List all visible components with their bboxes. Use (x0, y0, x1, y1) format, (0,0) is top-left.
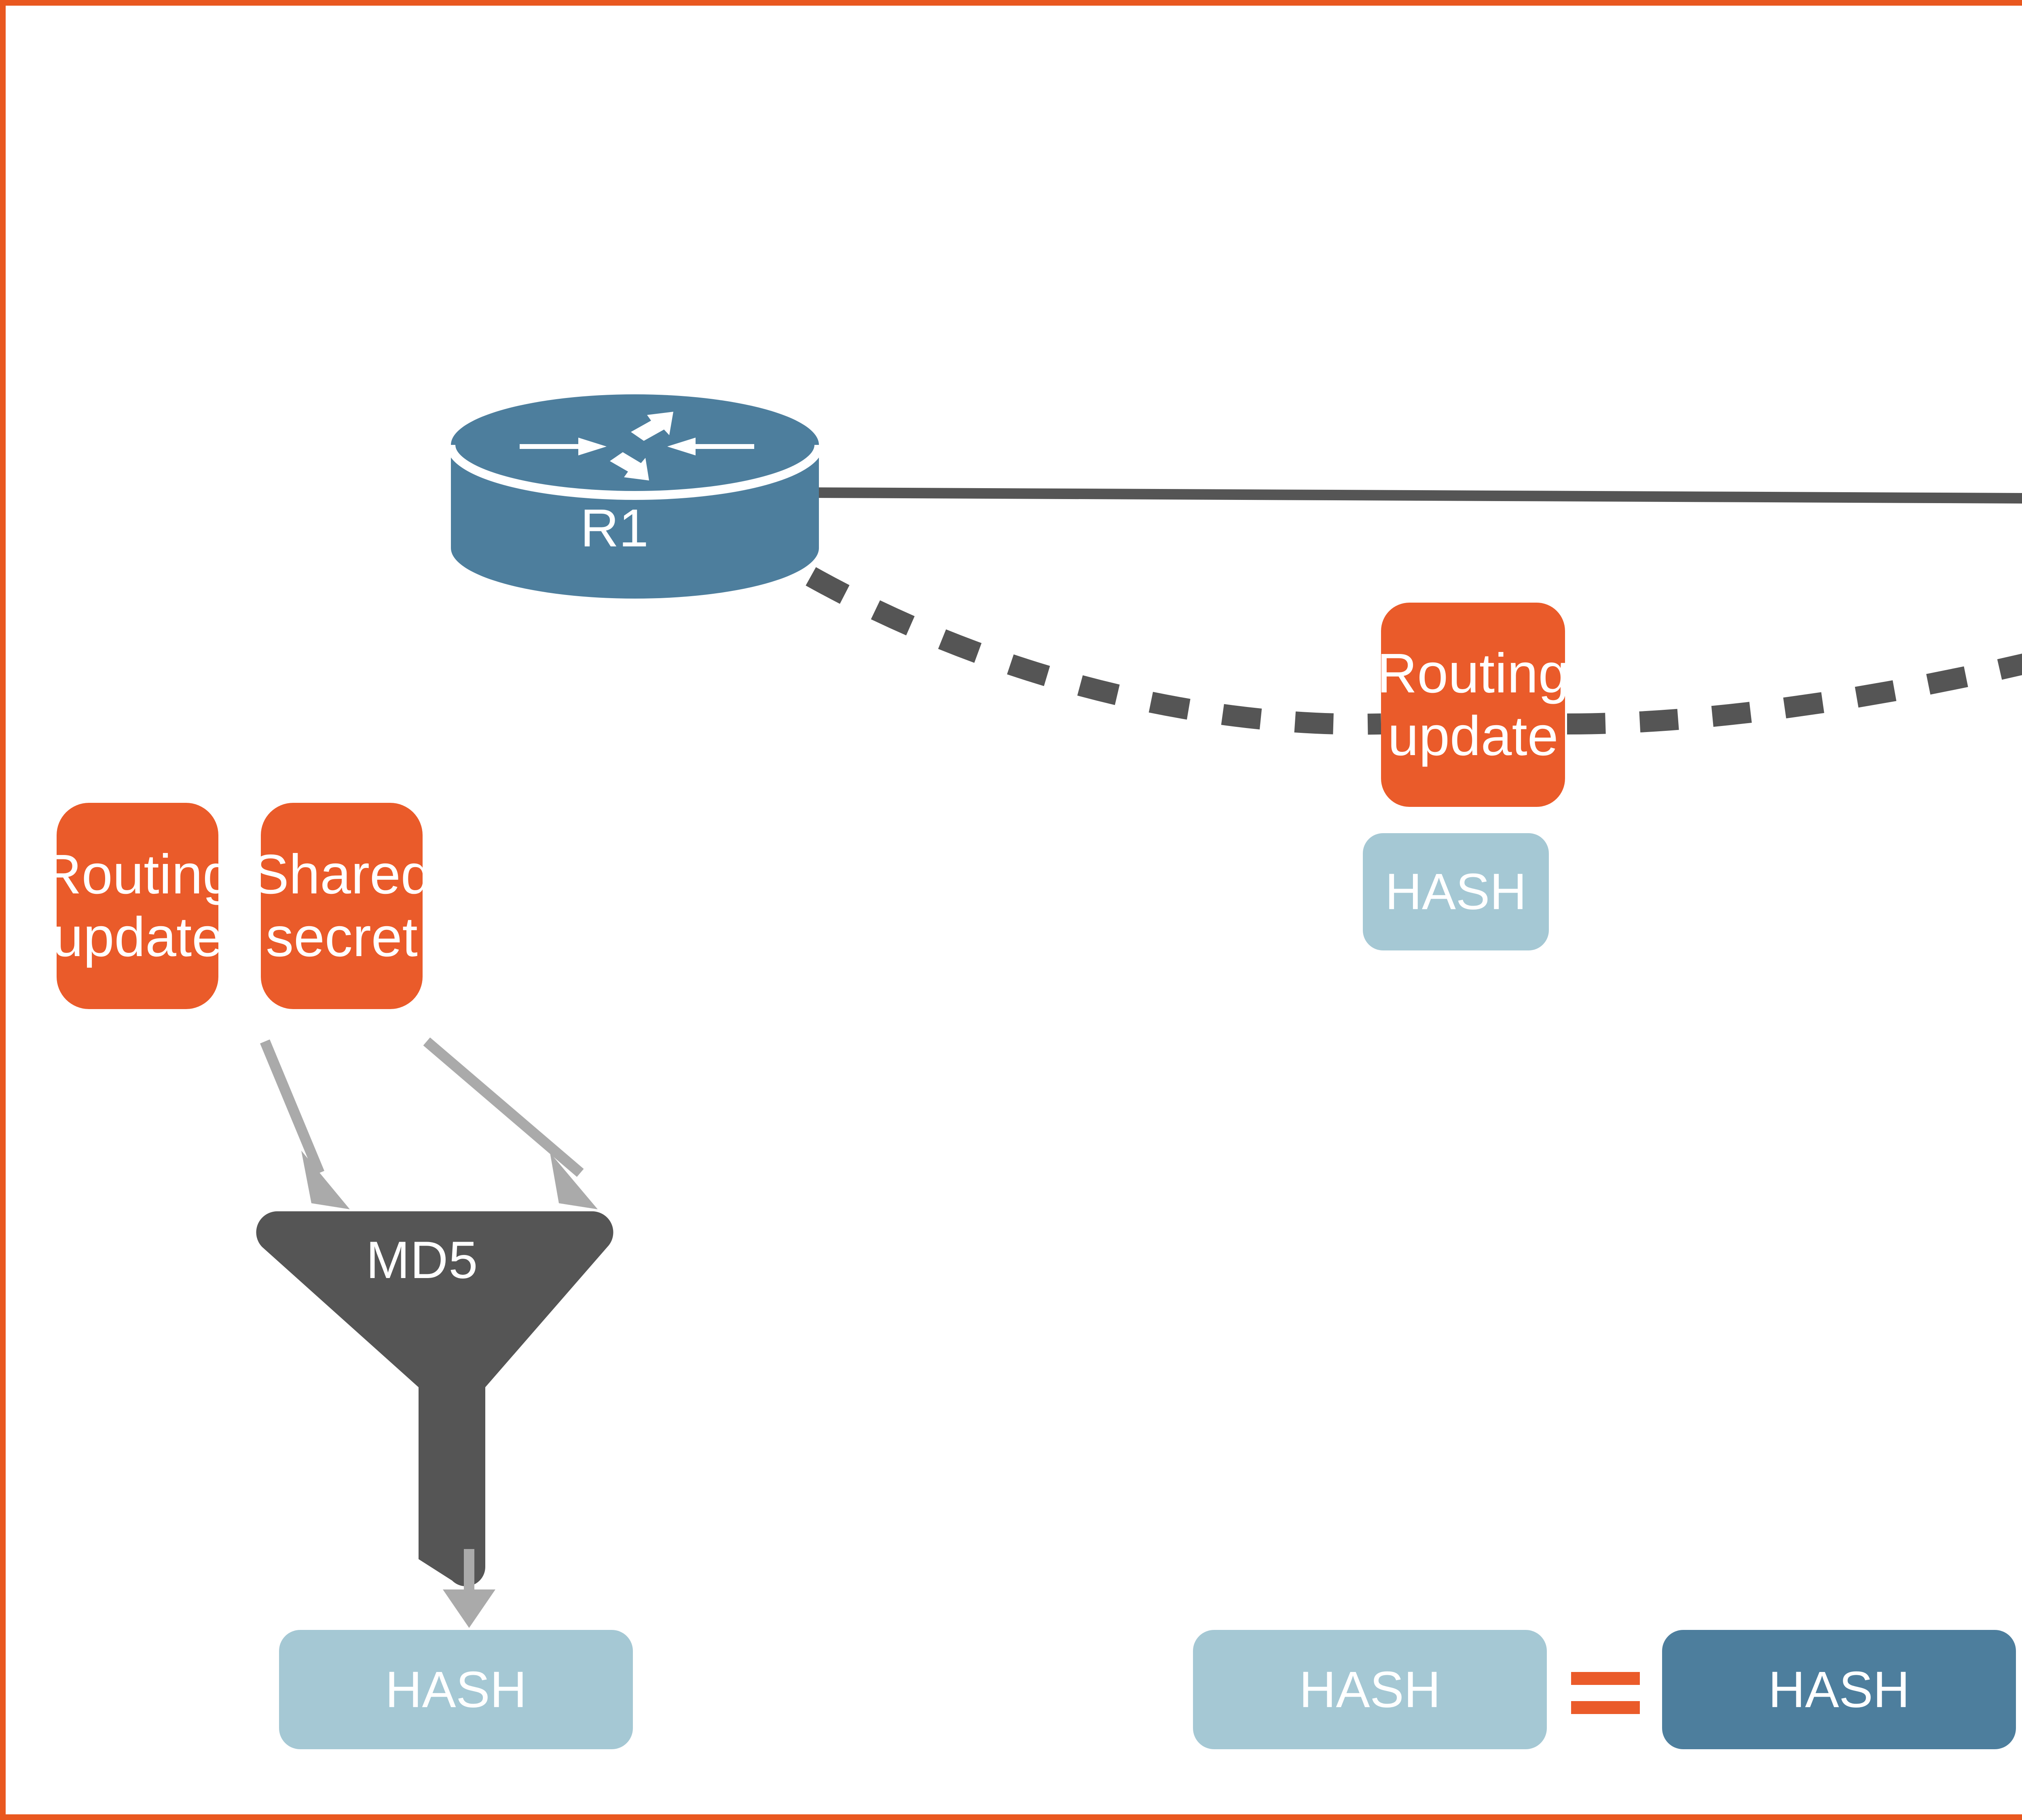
routing-update-flow-dashed-left (806, 567, 1381, 735)
md5-funnel-left (256, 1211, 613, 1587)
transit-hash-box[interactable]: HASH (1363, 833, 1549, 950)
router-r1-arrows-icon (520, 412, 754, 480)
left-input-arrows (260, 1037, 598, 1209)
routing-update-flow-dashed-right (1567, 654, 2022, 734)
left-hash-result-box[interactable]: HASH (279, 1630, 633, 1749)
equals-bar-bottom (1571, 1701, 1640, 1714)
left-output-arrow (443, 1549, 495, 1628)
router-r1-rim (446, 444, 823, 500)
router-link-line (814, 487, 2022, 504)
comparison-left-hash-box[interactable]: HASH (1193, 1630, 1547, 1749)
equals-bar-top (1571, 1672, 1640, 1685)
router-r1-label: R1 (580, 498, 649, 558)
comparison-right-hash-box[interactable]: HASH (1662, 1630, 2016, 1749)
transit-routing-update-box[interactable]: Routing update (1377, 603, 1569, 807)
router-r1[interactable] (446, 394, 823, 599)
left-md5-label: MD5 (366, 1230, 478, 1289)
left-routing-update-box[interactable]: Routing update (41, 803, 234, 1009)
equals-icon (1571, 1662, 1640, 1720)
left-shared-secret-box[interactable]: Shared secret (252, 803, 432, 1009)
router-r1-top (451, 394, 819, 495)
